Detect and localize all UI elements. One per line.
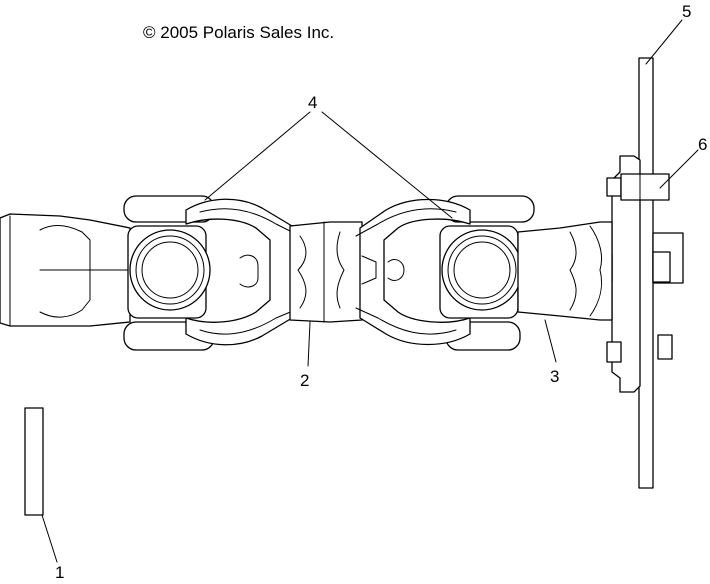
left-universal-joint <box>123 195 301 351</box>
part-1-stub-shaft <box>24 407 44 516</box>
part-3-left-yoke-shaft <box>0 213 133 327</box>
part-5-mounting-plate <box>638 57 654 489</box>
callout-2: 2 <box>300 371 309 390</box>
copyright-notice: © 2005 Polaris Sales Inc. <box>143 23 334 42</box>
callout-4: 4 <box>308 93 317 112</box>
callout-5: 5 <box>682 2 691 21</box>
part-3-right-yoke-shaft <box>517 221 613 321</box>
callout-leaders <box>41 19 699 563</box>
callout-3: 3 <box>550 367 559 386</box>
right-universal-joint <box>355 195 535 351</box>
callout-1: 1 <box>55 563 64 579</box>
callout-6: 6 <box>698 135 707 154</box>
part-2-center-shaft <box>289 221 363 323</box>
